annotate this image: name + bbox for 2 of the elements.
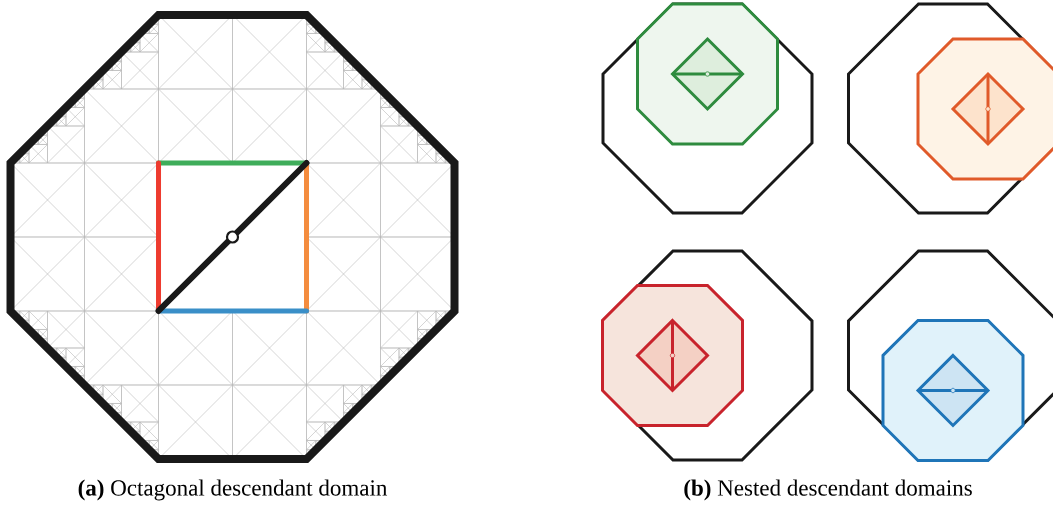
caption: (a) Octagonal descendant domain <box>78 479 388 501</box>
caption: (b) Nested descendant domains <box>684 479 972 501</box>
